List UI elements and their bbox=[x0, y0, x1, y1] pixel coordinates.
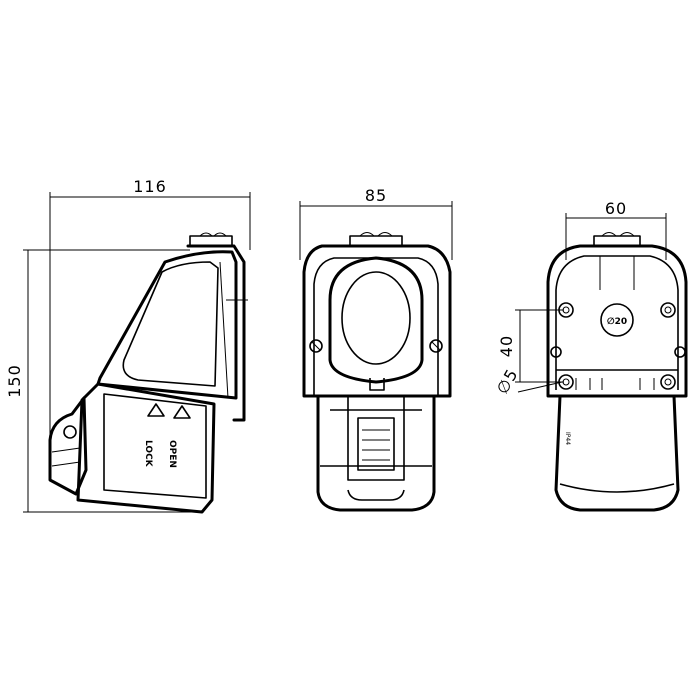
rear-width-label: 60 bbox=[605, 199, 627, 218]
front-width-dimension: 85 bbox=[299, 186, 453, 260]
rear-hole-diameter-label: ∅5 bbox=[492, 365, 522, 397]
side-height-label: 150 bbox=[5, 364, 24, 398]
lock-label: LOCK bbox=[143, 440, 153, 468]
mounting-holes bbox=[550, 302, 686, 390]
side-view: 116 150 LOCK OPEN bbox=[5, 177, 251, 514]
rear-center-hole-label: ∅20 bbox=[607, 317, 627, 327]
rear-hole-spacing-label: 40 bbox=[497, 335, 516, 357]
side-height-dimension: 150 bbox=[5, 249, 200, 513]
open-label: OPEN bbox=[167, 440, 177, 468]
side-width-label: 116 bbox=[133, 177, 167, 196]
side-width-dimension: 116 bbox=[49, 177, 251, 440]
open-triangle-icon bbox=[173, 405, 191, 419]
lock-triangle-icon bbox=[147, 403, 165, 417]
rear-width-dimension: 60 bbox=[565, 199, 667, 260]
rear-hole-diameter-callout: ∅5 bbox=[492, 365, 563, 397]
rear-view: 60 40 ∅5 ∅20 bbox=[492, 199, 688, 512]
front-width-label: 85 bbox=[365, 186, 387, 205]
front-view: 85 bbox=[299, 186, 453, 512]
rear-marking: IP44 bbox=[564, 432, 571, 445]
